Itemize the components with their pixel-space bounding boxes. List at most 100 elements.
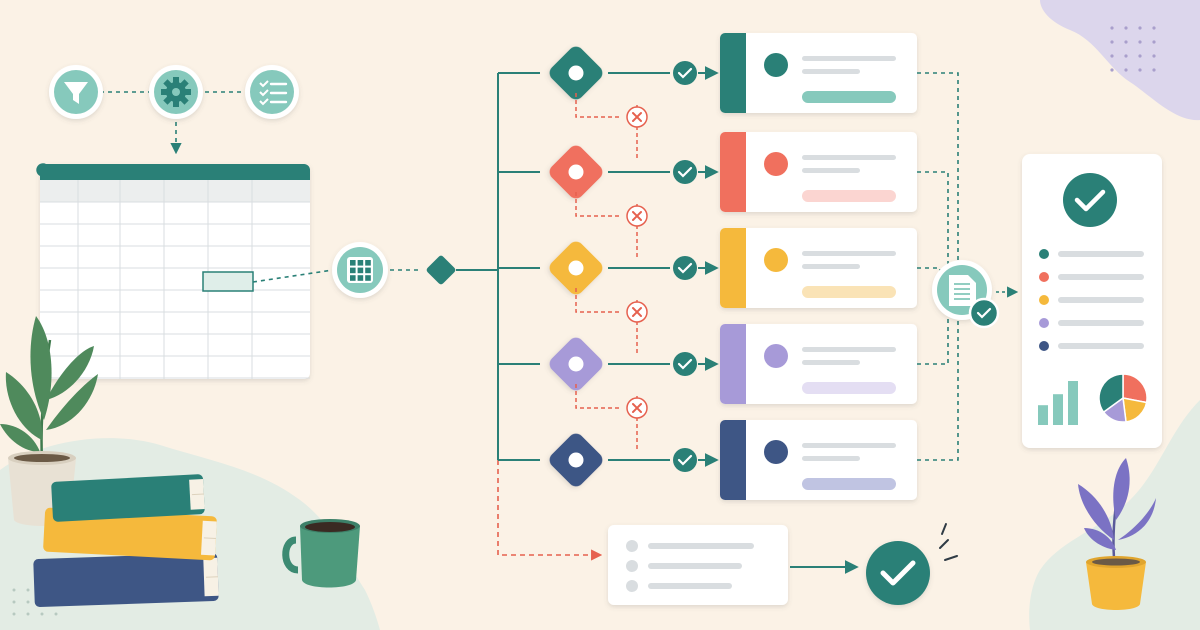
card-line [802, 264, 860, 269]
card-pill [802, 91, 896, 103]
check-tick [259, 98, 269, 106]
plant-left [0, 316, 98, 526]
card-accent [720, 228, 746, 308]
dot [1138, 54, 1142, 58]
branch-diamond [549, 145, 603, 199]
reject-connector [575, 192, 622, 217]
merge-connector [917, 300, 959, 461]
reject-connector [575, 384, 622, 409]
check-icon [673, 61, 697, 85]
legend-line [1058, 343, 1144, 349]
dot [54, 612, 58, 616]
diamond-center [568, 356, 584, 372]
spreadsheet [36, 163, 310, 379]
branch-1 [498, 33, 959, 265]
card-line [802, 360, 860, 365]
checklist-icon [245, 65, 299, 119]
check-badge [968, 297, 1000, 329]
card-dot [764, 53, 788, 77]
dot [12, 612, 16, 616]
branch-5 [498, 300, 959, 500]
sheet-header-bar [36, 163, 310, 180]
gear-tooth [173, 100, 179, 107]
card-dot [764, 344, 788, 368]
card-line [802, 168, 860, 173]
dot [12, 600, 16, 604]
grid-cell [365, 275, 371, 281]
pie-slice [1098, 373, 1124, 414]
document-shape [949, 275, 976, 306]
dot [1138, 68, 1142, 72]
grid-cell [350, 275, 356, 281]
legend-dot [1039, 249, 1049, 259]
gear-hole [172, 88, 180, 96]
purple-blob [1040, 0, 1200, 121]
check-icon [673, 352, 697, 376]
check-tick [259, 89, 269, 97]
card-pill [802, 382, 896, 394]
list-line [648, 583, 732, 589]
fallback-connector [497, 460, 603, 561]
result-card [720, 324, 917, 404]
branch-diamond [549, 433, 603, 487]
branch-bus [497, 73, 603, 561]
book-stack [33, 474, 219, 608]
legend-line [1058, 251, 1144, 257]
dot [40, 612, 44, 616]
gear-tooth [173, 77, 179, 84]
filter-shape [64, 82, 88, 104]
branch-diamond [549, 46, 603, 100]
dot [1124, 68, 1128, 72]
grid-cell [350, 260, 356, 266]
document-check-icon [932, 260, 1019, 329]
reject-branch [575, 384, 648, 452]
branch-4 [498, 300, 949, 452]
plant-right [1078, 458, 1156, 610]
legend-line [1058, 297, 1144, 303]
dot [1110, 40, 1114, 44]
grid-cell [357, 260, 364, 266]
check-tick [1074, 189, 1106, 212]
card-line [802, 251, 896, 256]
fallback-card [608, 523, 958, 605]
result-card [720, 228, 917, 308]
check-icon [673, 448, 697, 472]
book-cover [43, 507, 217, 561]
connector-dashed [252, 269, 334, 283]
card-line [802, 347, 896, 352]
dot [1138, 26, 1142, 30]
pot [1086, 562, 1146, 610]
card-accent [720, 420, 746, 500]
card-line [802, 456, 860, 461]
card-dot [764, 152, 788, 176]
summary-bar [1053, 394, 1063, 425]
branch-diamond [549, 241, 603, 295]
check-tick [677, 166, 693, 178]
input-icon-row [49, 65, 299, 155]
dot [1152, 26, 1156, 30]
check-tick [880, 560, 916, 586]
check-icon [673, 256, 697, 280]
dot [1124, 54, 1128, 58]
dot [1110, 68, 1114, 72]
list-bullet [626, 580, 638, 592]
merge-connector [917, 171, 949, 265]
card-line [802, 56, 896, 61]
sheet-column-header [40, 180, 310, 202]
diamond-center [568, 65, 584, 81]
reject-branch [575, 288, 648, 356]
grid-cell [365, 260, 371, 266]
card-accent [720, 324, 746, 404]
result-card [720, 420, 917, 500]
merge-connector [917, 72, 959, 265]
dot [1110, 54, 1114, 58]
dot [26, 588, 30, 592]
x-mark [632, 403, 642, 413]
legend-dot [1039, 272, 1049, 282]
leaf [1118, 498, 1156, 540]
dot-grid-right [1110, 26, 1156, 72]
grid-cell [365, 267, 371, 274]
summary-bar [1038, 405, 1048, 425]
